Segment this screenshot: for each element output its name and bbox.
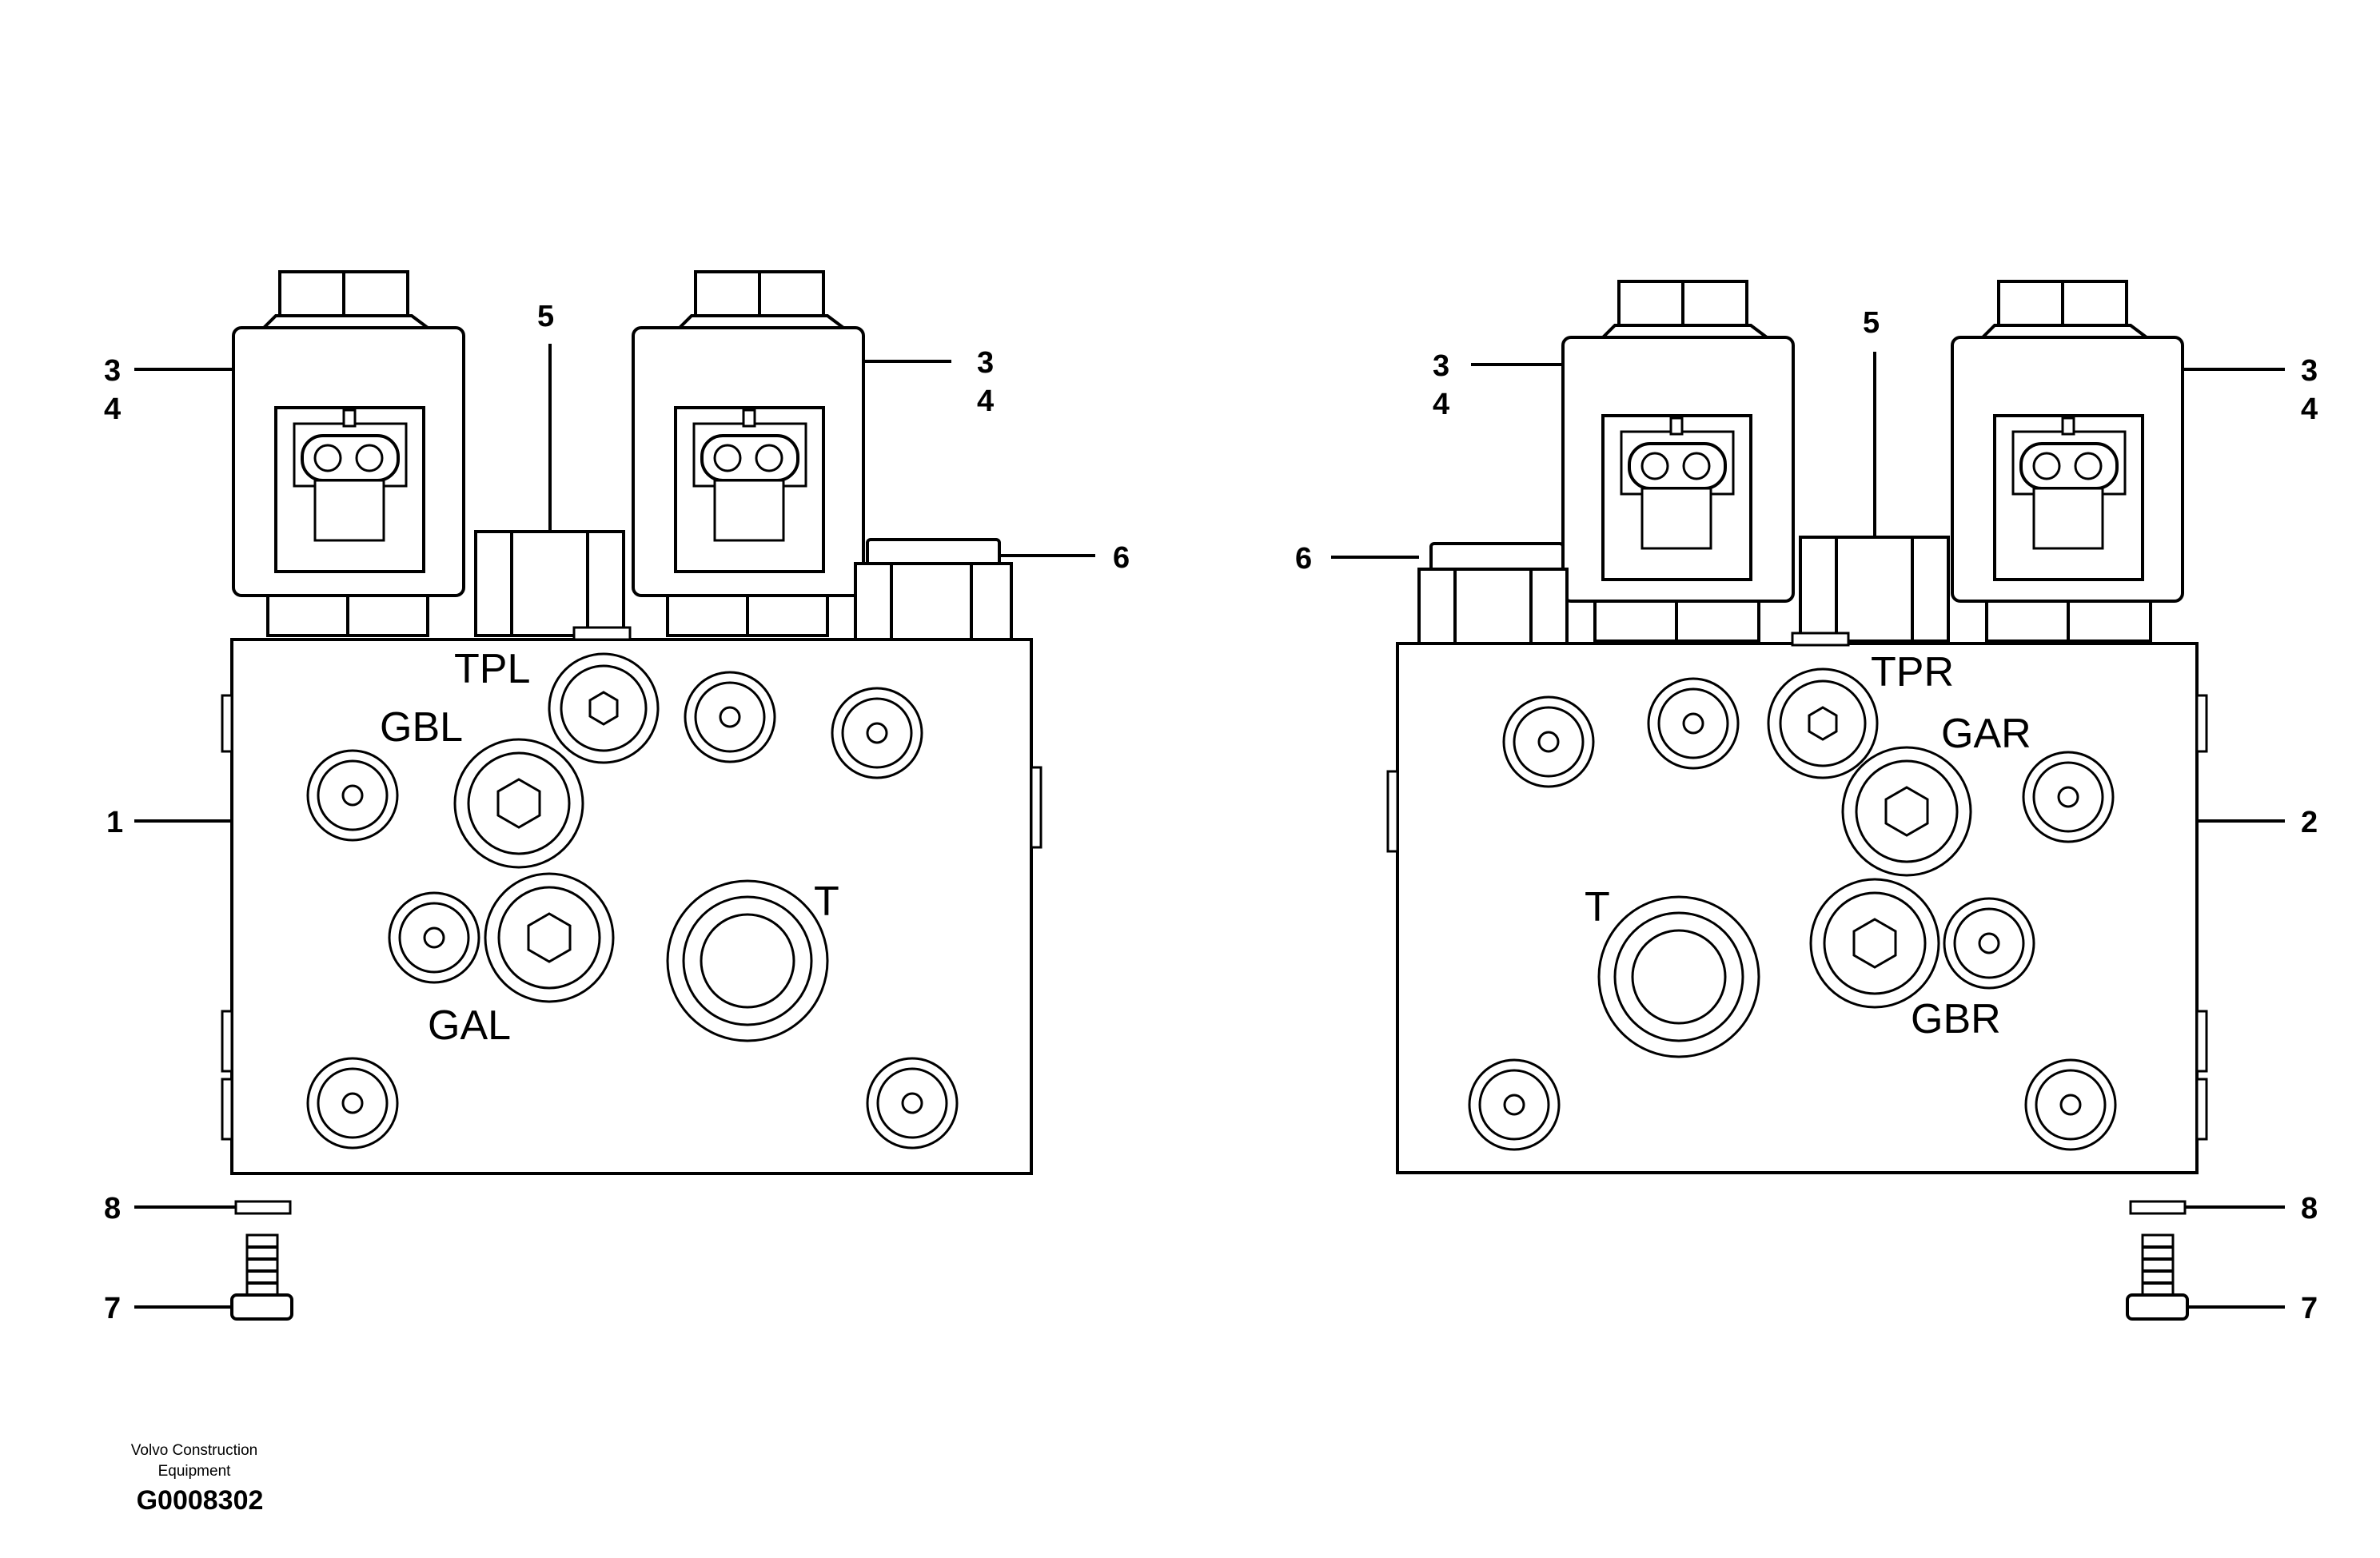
side-lug xyxy=(2195,1078,2208,1141)
port-label-gal: GAL xyxy=(428,1002,511,1049)
side-lug xyxy=(221,1010,233,1073)
fitting-hex xyxy=(1791,536,1950,647)
callout-washer: 8 xyxy=(104,1192,121,1225)
left-valve-assembly xyxy=(134,270,1095,1321)
washer-right xyxy=(2129,1200,2187,1215)
side-lug xyxy=(2195,694,2208,753)
right-valve-assembly xyxy=(1331,280,2285,1321)
callout-screw: 7 xyxy=(2301,1292,2318,1325)
callout-washer: 8 xyxy=(2301,1192,2318,1225)
port-label-tpl: TPL xyxy=(454,646,530,692)
solenoid-valve xyxy=(1951,280,2184,643)
plug-hex xyxy=(1417,542,1569,645)
side-lug xyxy=(221,1078,233,1141)
callout-solenoid: 3 xyxy=(2301,354,2318,388)
callout-solenoid: 3 xyxy=(1433,349,1449,383)
callout-plug: 6 xyxy=(1295,542,1312,576)
plug-hex xyxy=(854,538,1013,641)
callout-coil: 4 xyxy=(1433,388,1449,421)
side-lug xyxy=(1030,766,1042,849)
callout-solenoid: 3 xyxy=(977,346,994,380)
port-label-t: T xyxy=(1585,884,1610,930)
callout-body-right: 2 xyxy=(2301,806,2318,839)
side-lug xyxy=(1386,770,1399,853)
callout-solenoid: 3 xyxy=(104,354,121,388)
callout-body-left: 1 xyxy=(106,806,123,839)
callout-fitting: 5 xyxy=(1863,306,1880,340)
port-label-t: T xyxy=(814,879,839,925)
drawing-footer: Volvo Construction Equipment G0008302 xyxy=(131,1442,264,1516)
callout-coil: 4 xyxy=(977,385,994,418)
fitting-hex xyxy=(474,530,632,641)
port-label-gbr: GBR xyxy=(1911,996,2001,1042)
credit-line-2: Equipment xyxy=(158,1463,232,1480)
callout-screw: 7 xyxy=(104,1292,121,1325)
screw-right xyxy=(2126,1233,2189,1321)
credit-line-1: Volvo Construction xyxy=(131,1442,257,1459)
solenoid-valve xyxy=(1561,280,1795,643)
drawing-number: G0008302 xyxy=(137,1485,264,1516)
callout-coil: 4 xyxy=(104,392,121,426)
callout-labels: 3 4 3 4 5 6 1 8 7 3 4 3 4 5 6 2 8 7 xyxy=(104,300,2318,1325)
screw-left xyxy=(230,1233,293,1321)
callout-plug: 6 xyxy=(1113,541,1130,575)
port-label-gbl: GBL xyxy=(380,704,463,751)
port-labels: TPL GBL GAL T TPR GAR T GBR xyxy=(380,646,2031,1049)
callout-coil: 4 xyxy=(2301,392,2318,426)
side-lug xyxy=(221,694,233,753)
solenoid-valve xyxy=(232,270,465,637)
side-lug xyxy=(2195,1010,2208,1073)
port-label-gar: GAR xyxy=(1941,711,2031,757)
solenoid-valve xyxy=(632,270,865,637)
port-plugs-left xyxy=(306,652,959,1150)
port-label-tpr: TPR xyxy=(1871,649,1954,695)
callout-fitting: 5 xyxy=(537,300,554,333)
washer-left xyxy=(234,1200,292,1215)
port-plugs-right xyxy=(1468,667,2117,1151)
